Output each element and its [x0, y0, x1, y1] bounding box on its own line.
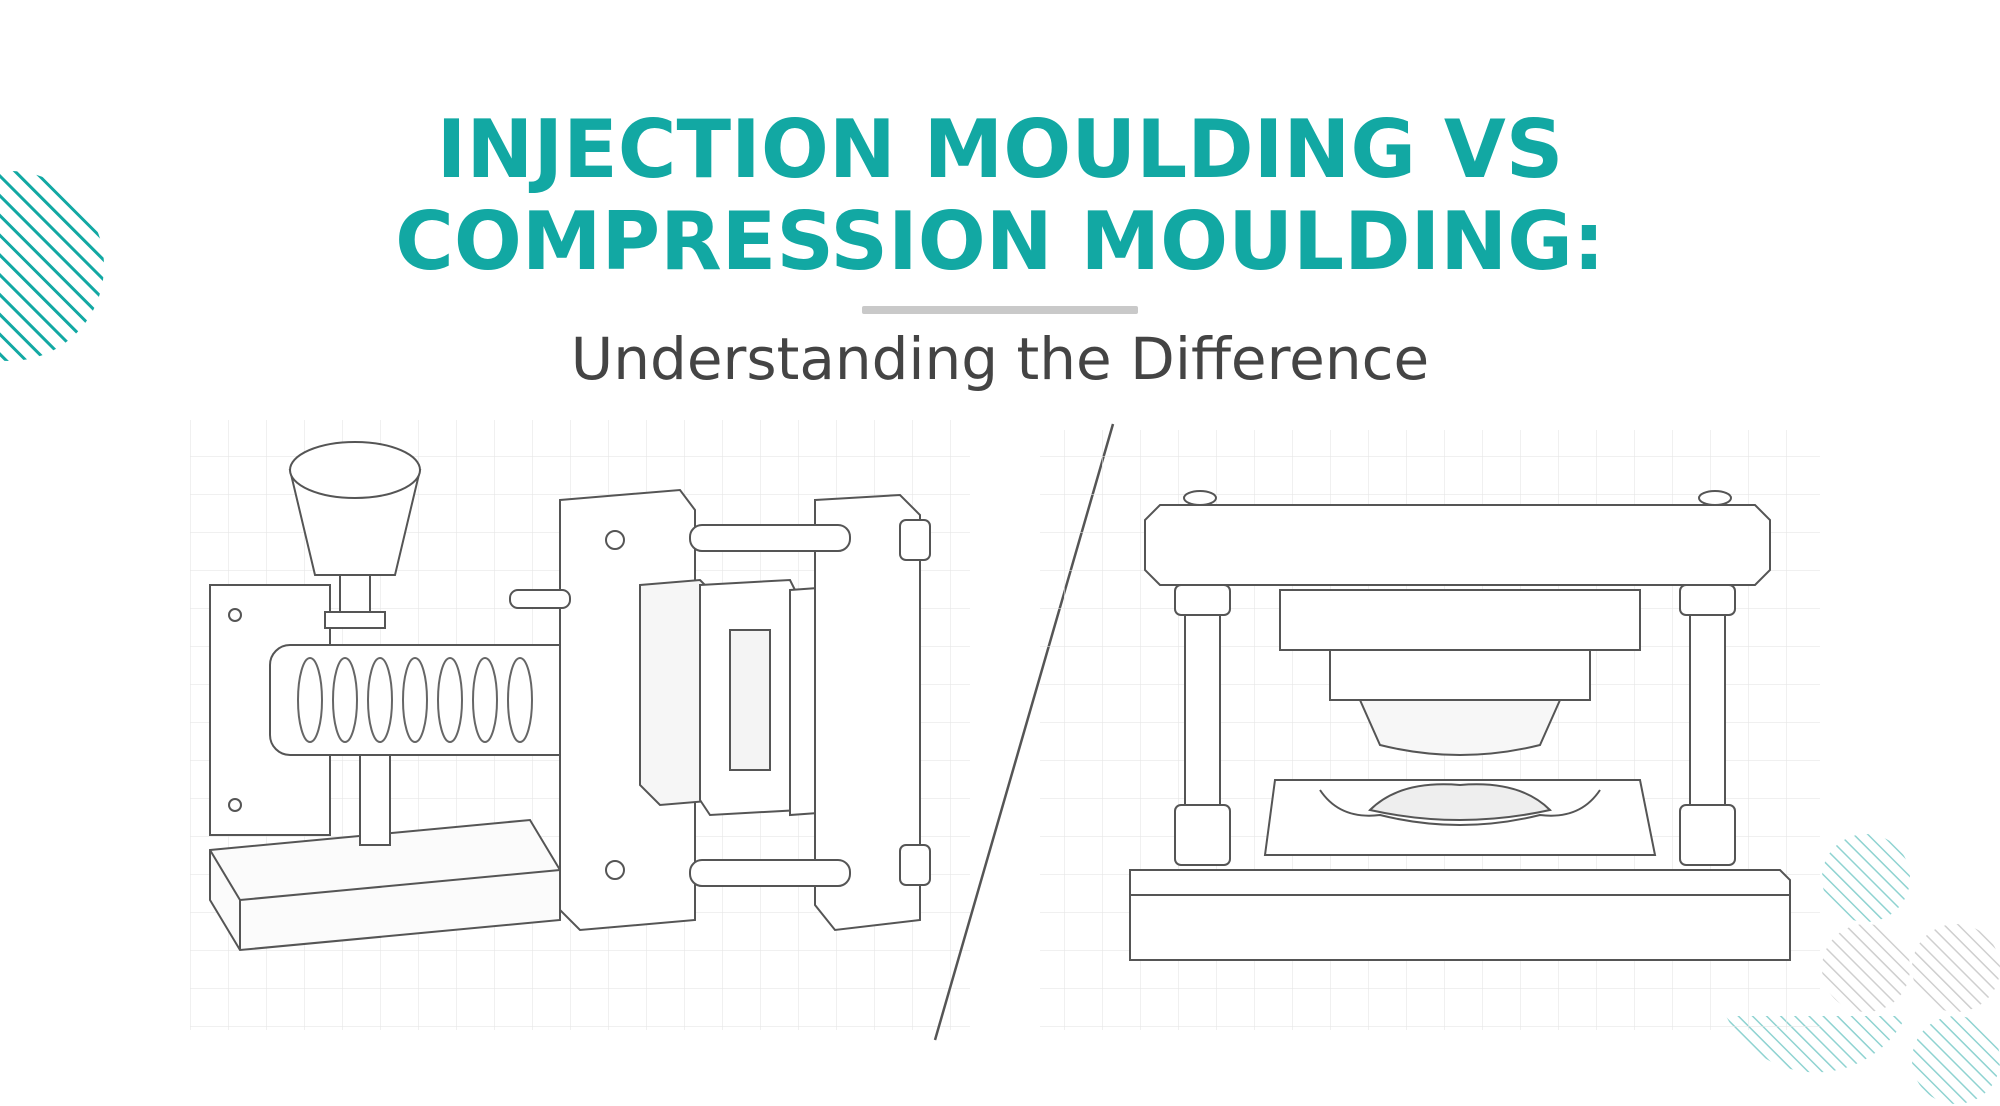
compression-moulding-press-sketch — [1040, 430, 1820, 1030]
injection-moulding-machine-sketch — [190, 420, 970, 1030]
page-subtitle: Understanding the Difference — [570, 325, 1430, 393]
hatched-circle-decoration — [0, 171, 104, 361]
title-divider — [862, 306, 1138, 314]
title-block: INJECTION MOULDING VS COMPRESSION MOULDI… — [0, 104, 2000, 394]
page-title-line-1: INJECTION MOULDING VS — [436, 103, 1564, 196]
hatched-circles-decoration — [1726, 834, 2000, 1104]
page-title-line-2: COMPRESSION MOULDING: — [395, 195, 1605, 288]
